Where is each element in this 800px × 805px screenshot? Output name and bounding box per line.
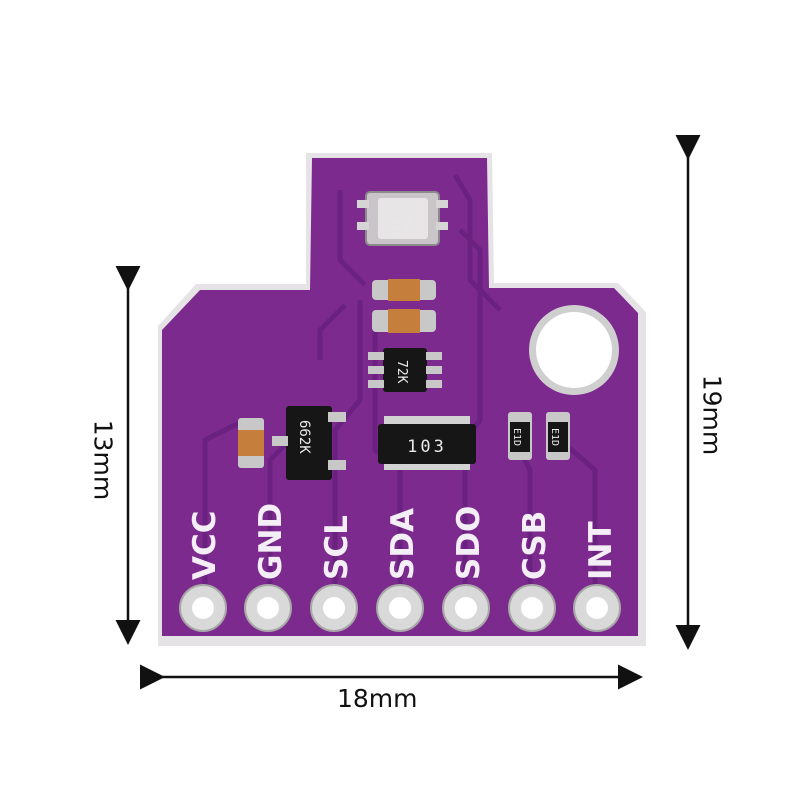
pin-label-sdo: SDO [451,506,487,580]
capacitor-left [238,418,264,468]
sensor-marking-1: 339 [389,218,402,238]
width-label: 18mm [337,684,418,713]
regulator-chip: 662K [272,406,346,480]
pad-gnd [244,584,292,632]
regulator-marking: 662K [296,420,312,454]
pin-label-int: INT [583,521,619,580]
pin-label-sda: SDA [385,508,421,580]
sensor-marking-2: FL [402,218,415,232]
dimension-arrows [115,135,701,690]
smd-right-marking: E1D [549,428,560,446]
pad-vcc [179,584,227,632]
ic-sot-top: 72K [368,348,442,392]
capacitor-bottom [372,309,436,333]
smd-left: E1D [508,412,532,460]
pin-label-scl: SCL [319,515,355,580]
pin-labels: VCC GND SCL SDA SDO CSB INT [187,503,619,580]
pin-label-vcc: VCC [187,511,223,581]
lower-height-label: 13mm [88,419,118,501]
pin-label-gnd: GND [253,503,289,580]
pad-int [573,584,621,632]
pad-csb [508,584,556,632]
pad-scl [310,584,358,632]
ic-marking-top: 72K [394,360,409,384]
sensor-chip: 339 FL [357,191,448,246]
pad-sda [376,584,424,632]
pin-label-csb: CSB [517,511,553,580]
pad-sdo [442,584,490,632]
resistor-array: 103 [378,416,476,470]
capacitor-top [372,279,436,301]
total-height-label: 19mm [697,374,727,456]
header-pads [179,584,621,632]
pcb-board [162,158,638,636]
smd-right: E1D [546,412,570,460]
resistor-array-marking: 103 [407,437,447,457]
smd-left-marking: E1D [511,428,522,446]
